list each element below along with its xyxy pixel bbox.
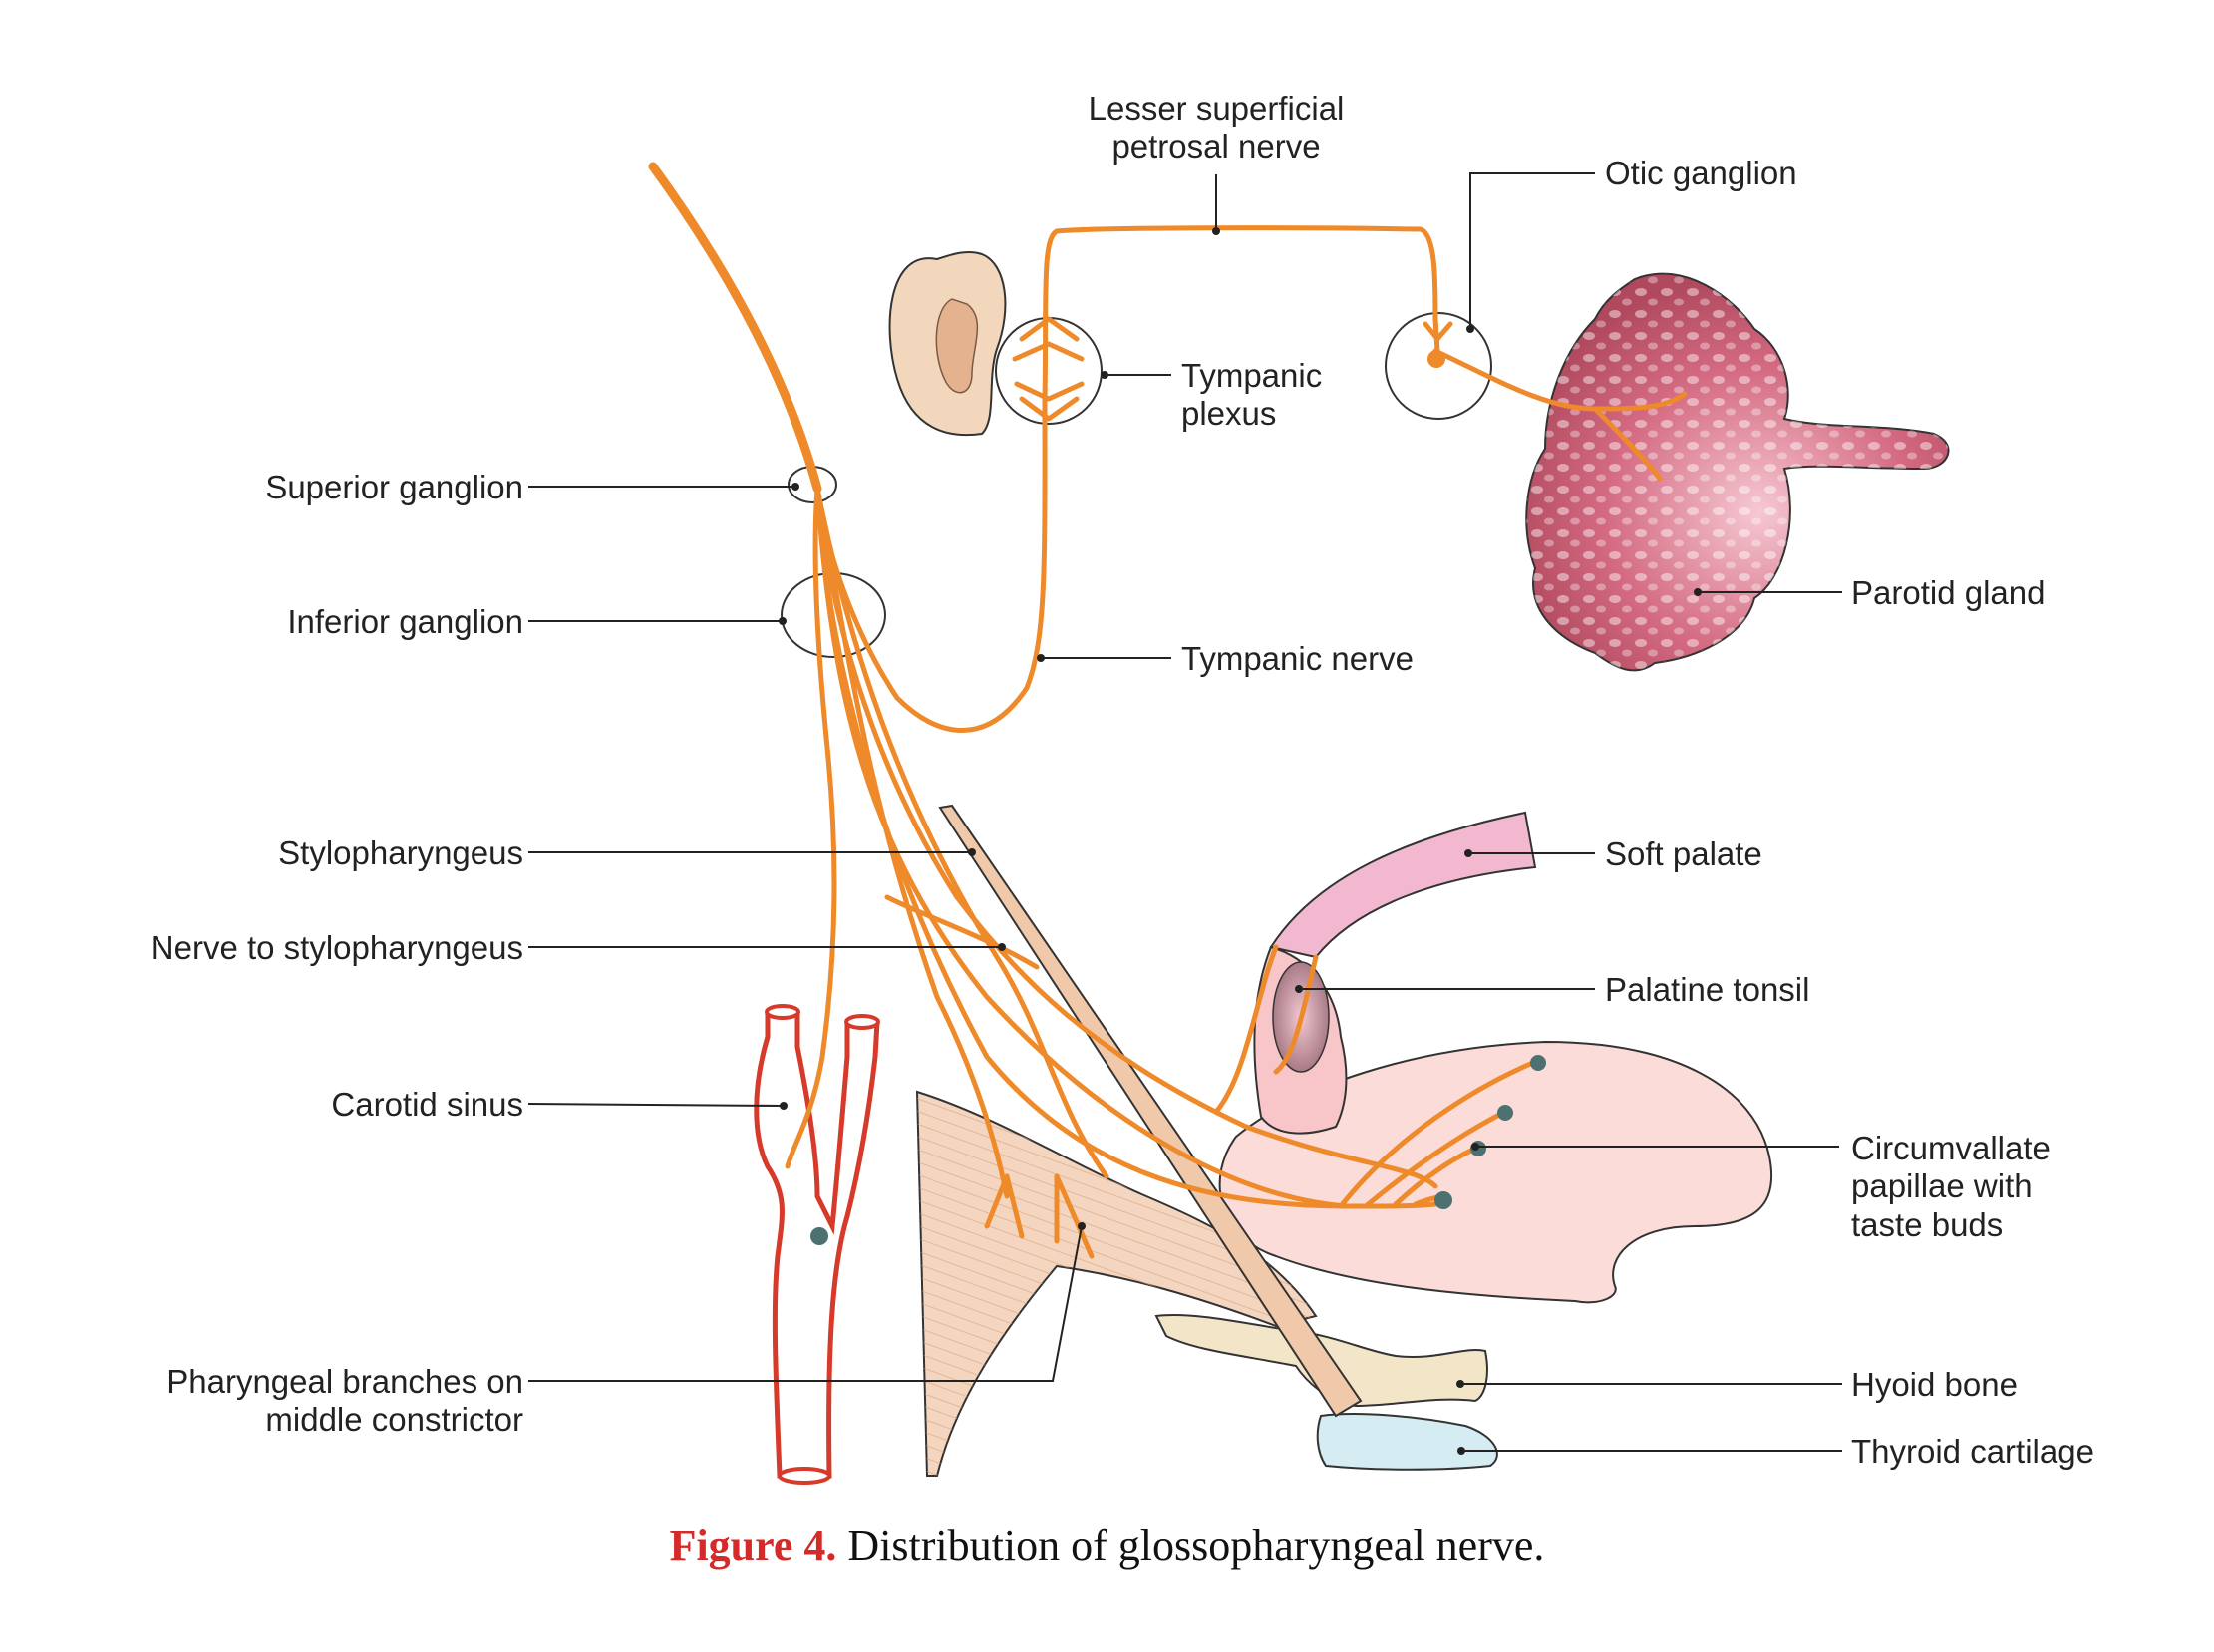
label-parotid-gland: Parotid gland [1851, 574, 2045, 611]
otic-ganglion [1385, 312, 1492, 420]
label-soft-palate: Soft palate [1605, 835, 1762, 872]
labels: Lesser superficial petrosal nerve Otic g… [151, 90, 2094, 1470]
leader-lines [527, 172, 1842, 1455]
label-pharyngeal-branches-line1: Pharyngeal branches on [166, 1363, 523, 1400]
label-inferior-ganglion: Inferior ganglion [287, 603, 523, 640]
parotid-gland [1525, 272, 1950, 672]
label-palatine-tonsil: Palatine tonsil [1605, 971, 1809, 1008]
carotid-arteries [754, 1004, 880, 1485]
label-lesser-superficial-petrosal-line1: Lesser superficial [1089, 90, 1345, 127]
figure-caption-text: Distribution of glossopharyngeal nerve. [836, 1521, 1545, 1570]
stylopharyngeus-muscle [938, 804, 1363, 1418]
glossopharyngeal-nerve [648, 162, 1688, 1259]
label-circumvallate-line2: papillae with [1851, 1167, 2033, 1204]
thyroid-cartilage [1316, 1413, 1498, 1471]
label-pharyngeal-branches-line2: middle constrictor [265, 1401, 523, 1438]
label-hyoid-bone: Hyoid bone [1851, 1366, 2018, 1403]
label-thyroid-cartilage: Thyroid cartilage [1851, 1433, 2094, 1470]
label-superior-ganglion: Superior ganglion [265, 469, 523, 505]
figure-number: Figure 4. [669, 1521, 837, 1570]
tympanic-plexus [995, 317, 1103, 425]
label-tympanic-plexus-line1: Tympanic [1181, 357, 1322, 394]
label-nerve-to-stylopharyngeus: Nerve to stylopharyngeus [151, 929, 523, 966]
figure-caption: Figure 4. Distribution of glossopharynge… [0, 1520, 2214, 1571]
label-tympanic-nerve: Tympanic nerve [1181, 640, 1414, 677]
tongue [1218, 1040, 1773, 1304]
label-carotid-sinus: Carotid sinus [331, 1086, 523, 1123]
label-stylopharyngeus: Stylopharyngeus [278, 834, 523, 871]
label-circumvallate-line3: taste buds [1851, 1206, 2003, 1243]
ear-illustration [888, 250, 1007, 437]
label-tympanic-plexus-line2: plexus [1181, 395, 1276, 432]
label-circumvallate-line1: Circumvallate [1851, 1130, 2051, 1166]
label-lesser-superficial-petrosal-line2: petrosal nerve [1111, 128, 1320, 165]
label-otic-ganglion: Otic ganglion [1605, 155, 1797, 191]
middle-constrictor-muscle [915, 1090, 1318, 1477]
soft-palate [1269, 811, 1537, 959]
